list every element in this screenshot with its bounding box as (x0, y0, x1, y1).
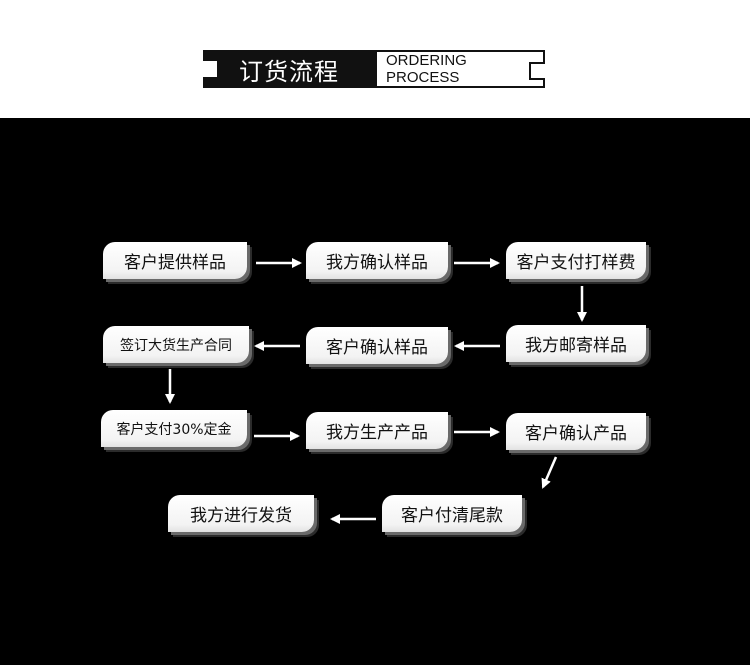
step-3: 客户支付打样费 (506, 242, 646, 279)
step-8: 我方生产产品 (306, 412, 448, 449)
title-english: ORDERING PROCESS (386, 52, 467, 86)
step-4: 我方邮寄样品 (506, 325, 646, 362)
step-1: 客户提供样品 (103, 242, 247, 279)
step-7: 客户支付30%定金 (101, 410, 247, 447)
title-notch-decoration (203, 61, 217, 77)
step-10: 客户付清尾款 (382, 495, 522, 532)
arrow-step9-to-step10 (541, 456, 558, 489)
step-6: 签订大货生产合同 (103, 326, 249, 363)
step-5: 客户确认样品 (306, 327, 448, 364)
title-badge: 订货流程 ORDERING PROCESS (203, 50, 545, 88)
step-11: 我方进行发货 (168, 495, 314, 532)
title-chinese: 订货流程 (239, 57, 339, 86)
title-bracket-decoration (529, 62, 545, 80)
step-9: 客户确认产品 (506, 413, 646, 450)
step-2: 我方确认样品 (306, 242, 448, 279)
title-english-block: ORDERING PROCESS (375, 50, 545, 88)
header-band: 订货流程 ORDERING PROCESS (0, 0, 750, 118)
title-chinese-block: 订货流程 (203, 50, 375, 88)
